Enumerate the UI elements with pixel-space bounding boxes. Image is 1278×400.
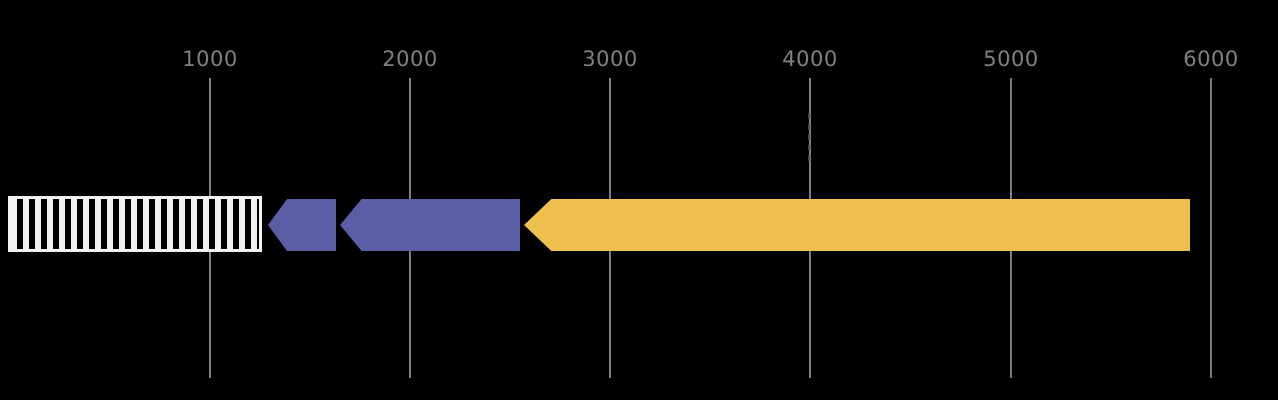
dashed-gridline-segment (808, 113, 812, 161)
tick-label-3000: 3000 (582, 47, 638, 71)
feature-striped-block[interactable] (8, 196, 262, 252)
tick-label-4000: 4000 (782, 47, 838, 71)
gridline-6000 (1210, 78, 1212, 378)
tick-label-6000: 6000 (1183, 47, 1239, 71)
tick-label-5000: 5000 (983, 47, 1039, 71)
feature-arrow-purple-1[interactable] (268, 199, 336, 251)
tick-label-2000: 2000 (382, 47, 438, 71)
feature-arrow-purple-2[interactable] (340, 199, 520, 251)
feature-arrow-yellow-1[interactable] (524, 199, 1190, 251)
tick-label-1000: 1000 (182, 47, 238, 71)
